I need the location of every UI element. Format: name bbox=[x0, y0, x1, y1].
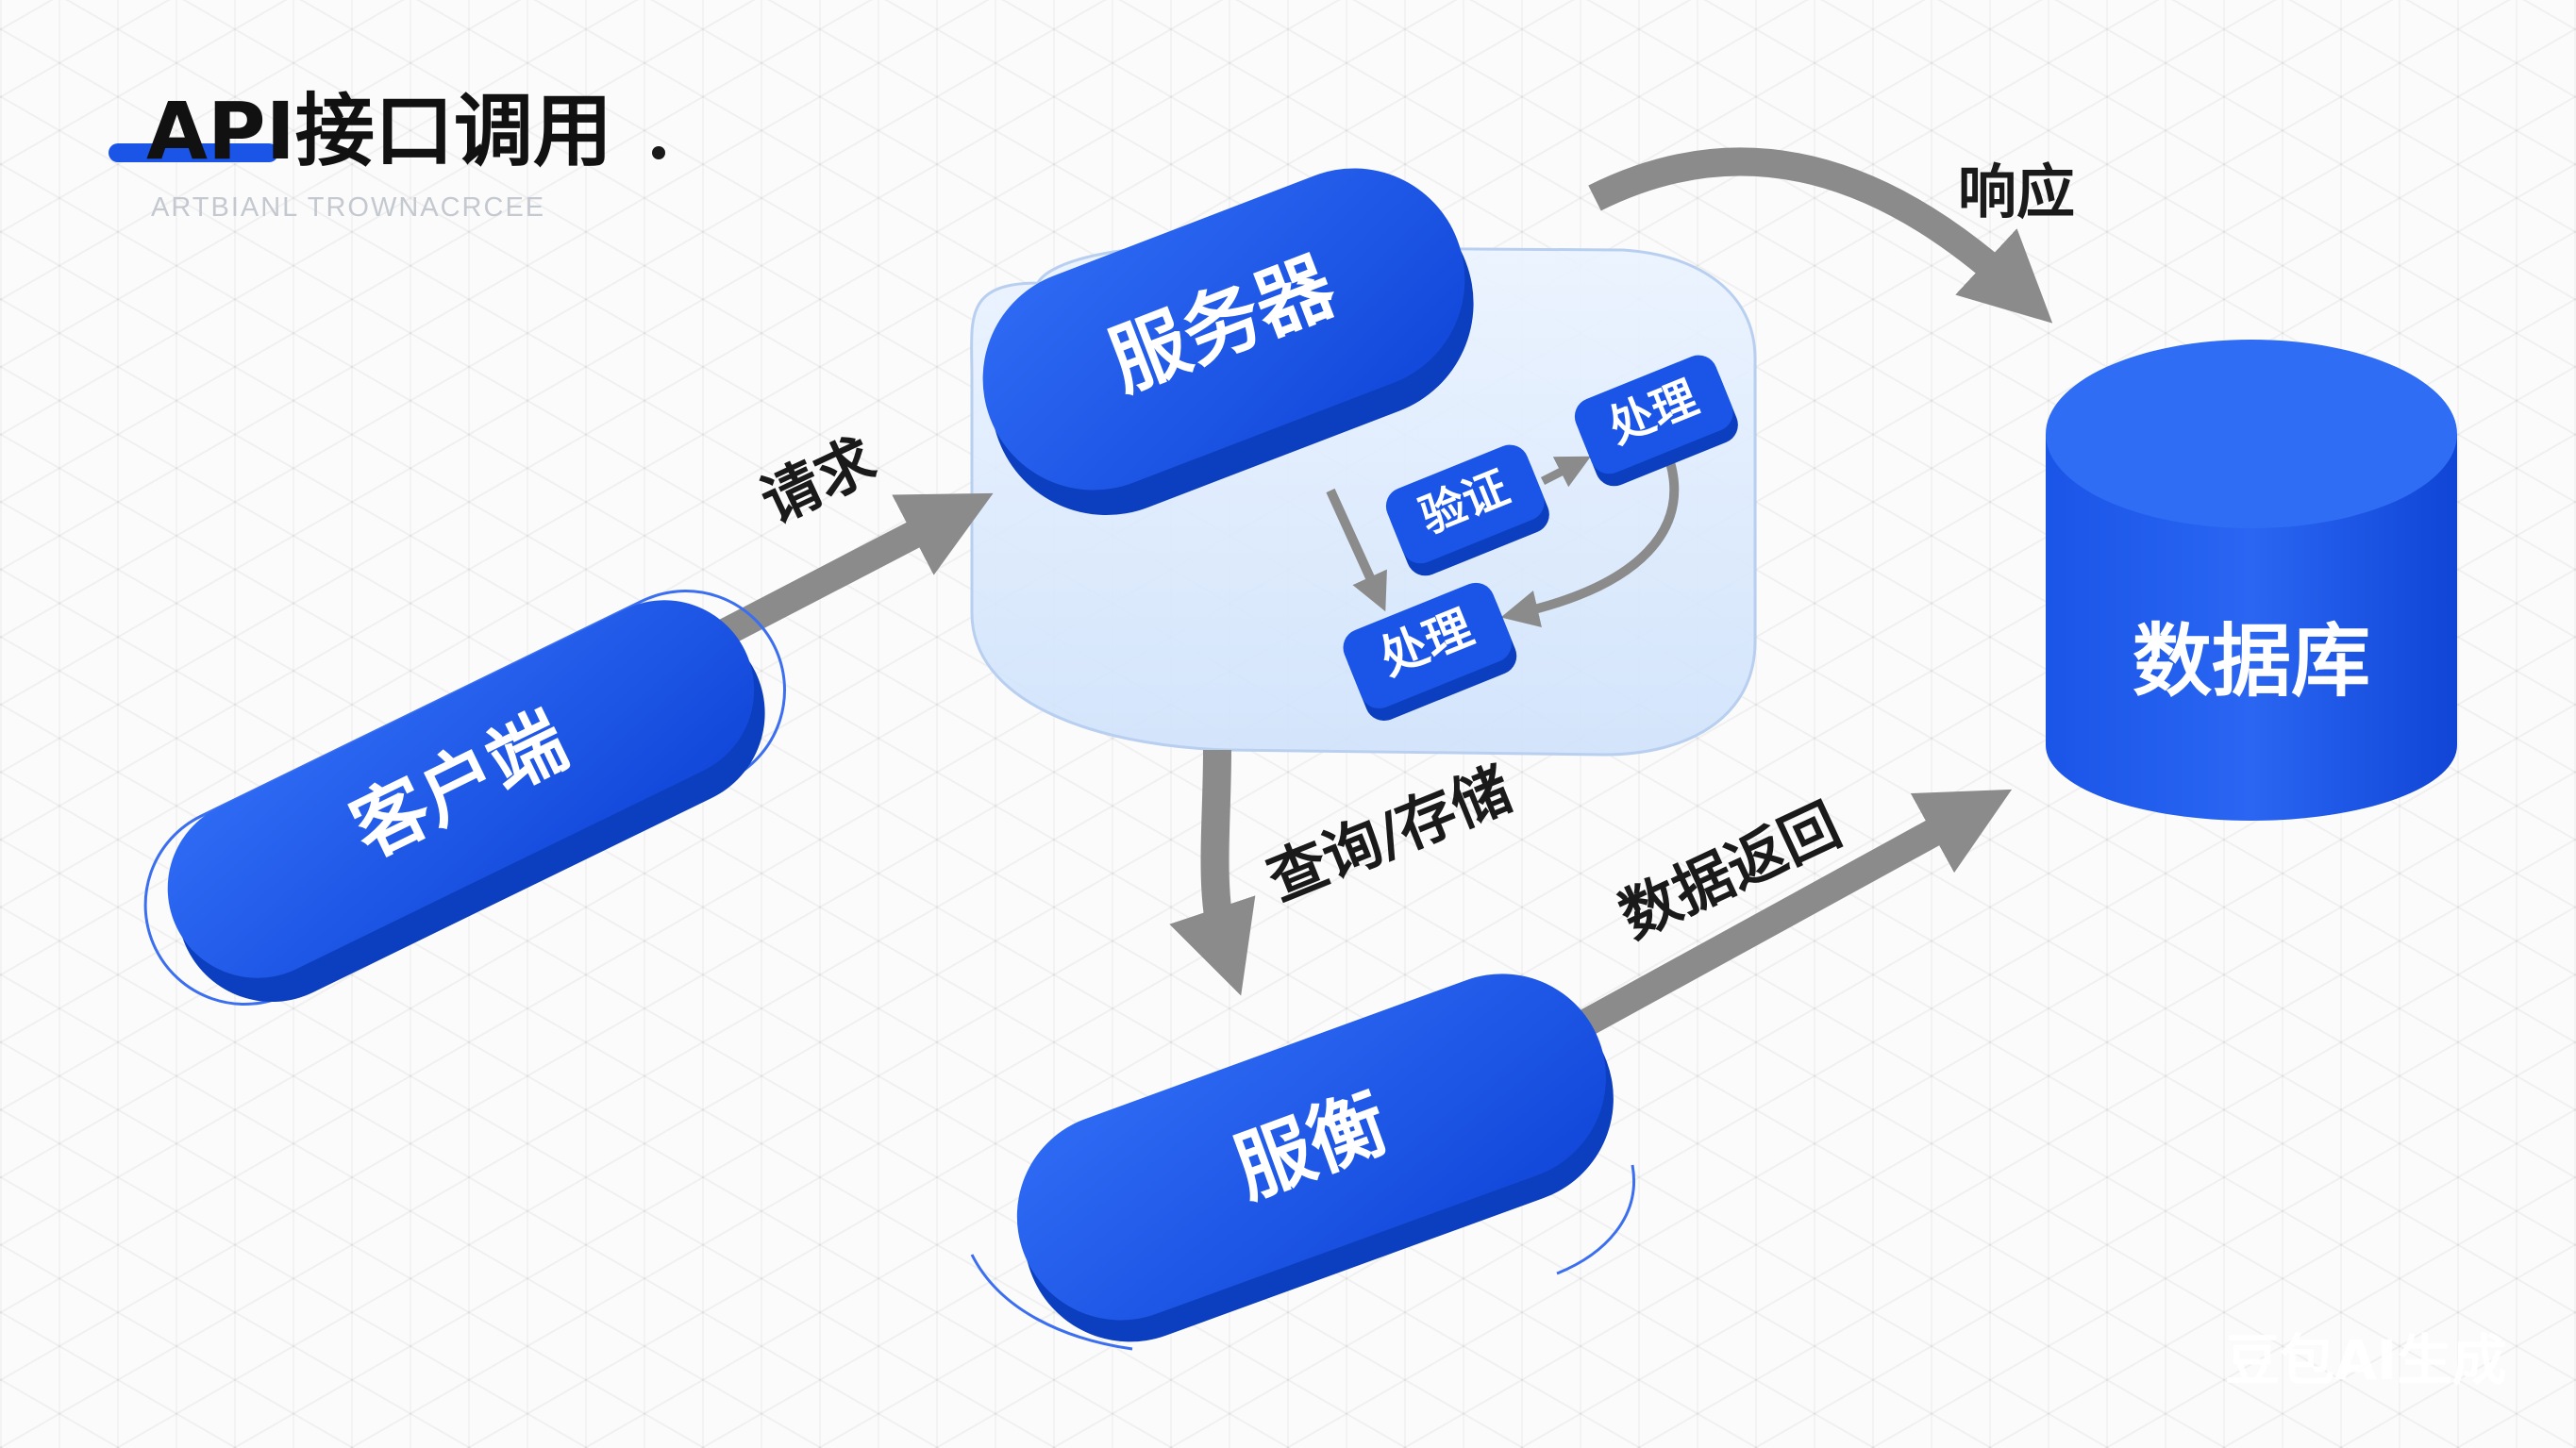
response-label: 响应 bbox=[1958, 158, 2075, 226]
service-node[interactable]: 服衡 bbox=[988, 944, 1644, 1372]
database-node[interactable]: 数据库 bbox=[2046, 340, 2457, 821]
title-dot bbox=[652, 146, 665, 159]
process-loop-arrow bbox=[1500, 460, 1680, 627]
server-to-process-arrow bbox=[1326, 488, 1387, 612]
edges bbox=[711, 147, 2053, 1037]
process-top-node[interactable]: 处理 bbox=[1569, 350, 1744, 492]
response-arrow bbox=[1588, 147, 2053, 324]
validate-to-process-arrow bbox=[1540, 456, 1592, 488]
query-store-arrow bbox=[1169, 749, 1256, 996]
watermark-text: 豆包AI生成 bbox=[2225, 1328, 2506, 1392]
service-outline-accent-right bbox=[1556, 1164, 1635, 1275]
query-store-label: 查询/存储 bbox=[1258, 755, 1520, 914]
database-label: 数据库 bbox=[2133, 615, 2370, 707]
client-node[interactable]: 客户端 bbox=[112, 558, 823, 1046]
data-return-arrow bbox=[1578, 789, 2013, 1037]
page-title: API接口调用 bbox=[146, 85, 612, 177]
request-label: 请求 bbox=[750, 424, 885, 537]
title-block: API接口调用 ARTBIANL TROWNACRCEE bbox=[109, 85, 665, 223]
data-return-label: 数据返回 bbox=[1609, 791, 1850, 952]
service-outline-accent bbox=[970, 1254, 1133, 1351]
request-arrow bbox=[711, 492, 994, 650]
server-node[interactable]: 服务器 bbox=[950, 136, 1507, 548]
page-subtitle: ARTBIANL TROWNACRCEE bbox=[151, 192, 545, 223]
title-underline bbox=[109, 143, 278, 162]
